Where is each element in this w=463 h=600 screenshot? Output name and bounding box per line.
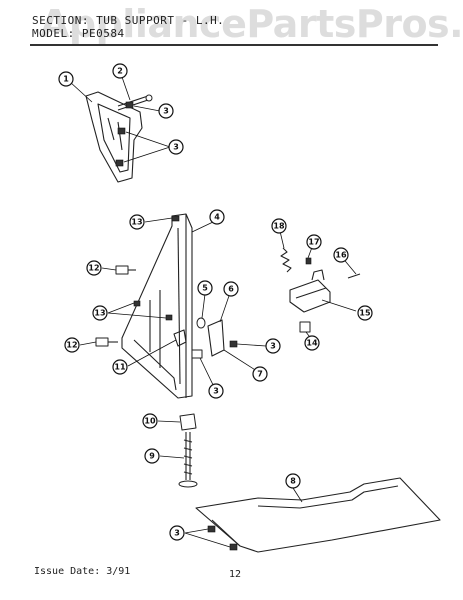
bracket-part-1 [85,91,143,183]
svg-text:3: 3 [213,387,219,396]
bracket-part-6 [207,319,225,357]
callout-18: 18 [271,218,287,234]
tub-support-part-4 [121,213,193,399]
svg-text:15: 15 [359,309,371,318]
svg-text:13: 13 [94,309,105,318]
leveling-leg-part-9 [178,432,198,488]
svg-text:12: 12 [66,341,77,350]
pin-part-16 [347,273,361,279]
callout-3: 3 [265,338,281,354]
svg-text:11: 11 [114,363,126,372]
model-number: MODEL: PE0584 [32,27,125,40]
screws-part-3-mid [191,349,203,359]
svg-text:6: 6 [228,285,234,294]
callout-8: 8 [285,473,301,489]
svg-text:12: 12 [88,264,99,273]
rod-part-2 [117,94,153,111]
screw-part-7 [229,340,238,348]
valve-assembly-part-15 [289,269,331,313]
callout-1: 1 [58,71,74,87]
callout-9: 9 [144,448,160,464]
watermark: AppliancePartsPros.com [40,2,463,46]
svg-text:9: 9 [149,452,155,461]
svg-text:3: 3 [174,529,180,538]
callout-16: 16 [333,247,349,263]
callout-17: 17 [306,234,322,250]
callout-2: 2 [112,63,128,79]
clip-part-14 [299,321,311,333]
washer-part-5 [196,317,206,329]
svg-text:14: 14 [306,339,318,348]
svg-text:7: 7 [257,370,263,379]
svg-text:5: 5 [202,284,208,293]
callout-14: 14 [304,335,320,351]
svg-text:10: 10 [144,417,156,426]
svg-text:3: 3 [163,107,169,116]
callout-12: 12 [86,260,102,276]
svg-text:18: 18 [273,222,285,231]
callout-11: 11 [112,359,128,375]
callout-13: 13 [129,214,145,230]
callout-13: 13 [92,305,108,321]
svg-text:3: 3 [173,143,179,152]
page-number: 12 [229,569,242,580]
callout-3: 3 [169,525,185,541]
callout-15: 15 [357,305,373,321]
callout-12: 12 [64,337,80,353]
svg-text:17: 17 [308,238,319,247]
screws-part-3-top [115,101,134,167]
screw-part-17 [305,257,312,265]
issue-date: Issue Date: 3/91 [34,566,131,577]
callout-6: 6 [223,281,239,297]
svg-text:13: 13 [131,218,142,227]
section-title: SECTION: TUB SUPPORT - L.H. [32,14,225,27]
svg-text:3: 3 [270,342,276,351]
callout-5: 5 [197,280,213,296]
svg-text:1: 1 [63,75,69,84]
screws-part-13 [133,215,180,321]
svg-text:16: 16 [335,251,347,260]
callout-3: 3 [208,383,224,399]
callout-3: 3 [168,139,184,155]
header-rule [30,44,438,46]
callout-7: 7 [252,366,268,382]
bumper-part-10 [179,413,197,431]
svg-text:2: 2 [117,67,123,76]
bolts-part-12 [95,265,136,347]
callout-3: 3 [158,103,174,119]
svg-text:4: 4 [214,213,220,222]
svg-text:8: 8 [290,477,296,486]
clip-part-11 [173,329,187,347]
callout-10: 10 [142,413,158,429]
base-rail-part-8 [195,477,441,553]
callout-4: 4 [209,209,225,225]
spring-part-18 [280,247,292,273]
